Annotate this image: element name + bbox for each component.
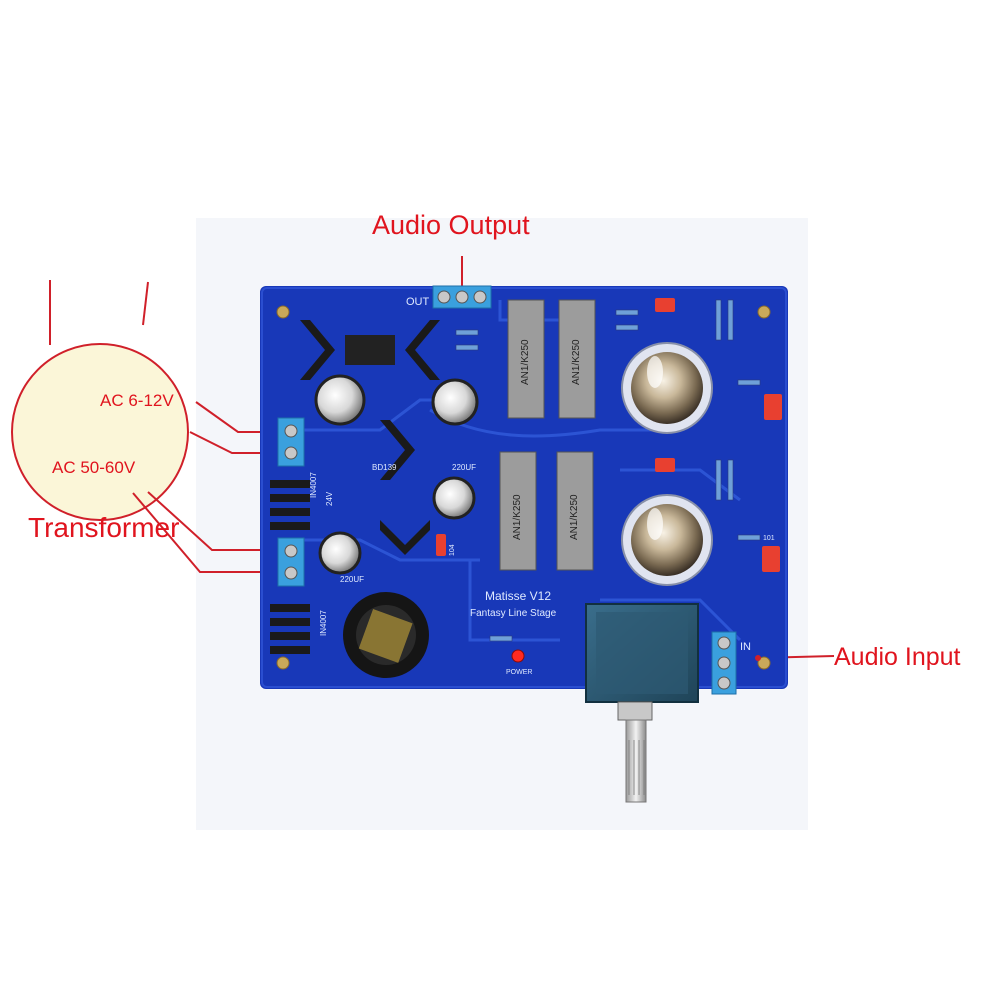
heatsinks <box>300 320 440 555</box>
vacuum-tubes <box>621 342 713 586</box>
ac-high-terminal <box>277 537 305 587</box>
diodes <box>270 480 310 654</box>
in-silkscreen: IN <box>740 641 751 653</box>
film-capacitors <box>436 298 782 572</box>
transformer-graphic <box>11 280 189 521</box>
film-cap-silkscreen: 101 <box>763 535 775 542</box>
volume-potentiometer <box>585 603 699 803</box>
resistor-labels: AN1/K250 AN1/K250 AN1/K250 AN1/K250 <box>512 339 582 540</box>
audio-output-label: Audio Output <box>372 210 530 240</box>
electrolytic-capacitors <box>314 374 479 678</box>
small-cap-silkscreen: 104 <box>449 544 456 556</box>
audio-input-label: Audio Input <box>834 643 961 671</box>
output-terminal <box>432 285 492 309</box>
transistor-silkscreen: BD139 <box>372 463 397 472</box>
model-silkscreen: Matisse V12 <box>485 589 551 603</box>
diode-silkscreen: IN4007 <box>309 472 318 498</box>
subtitle-silkscreen: Fantasy Line Stage <box>470 608 557 619</box>
small-resistors <box>455 299 761 642</box>
transformer-label: Transformer <box>28 512 180 543</box>
diode-silkscreen-2: IN4007 <box>319 610 328 636</box>
input-terminal <box>711 631 737 695</box>
svg-text:AN1/K250: AN1/K250 <box>569 494 580 540</box>
input-leader-dot <box>755 655 761 661</box>
zener-silkscreen: 24V <box>325 491 334 506</box>
power-resistors <box>499 299 596 571</box>
power-silkscreen: POWER <box>506 669 532 676</box>
ac-high-voltage-label: AC 50-60V <box>52 458 136 477</box>
svg-text:AN1/K250: AN1/K250 <box>520 339 531 385</box>
ac-low-terminal <box>277 417 305 467</box>
out-silkscreen: OUT <box>406 296 430 308</box>
ac-low-voltage-label: AC 6-12V <box>100 391 174 410</box>
svg-text:AN1/K250: AN1/K250 <box>571 339 582 385</box>
power-led <box>511 649 525 663</box>
cap-silkscreen-2: 220UF <box>340 575 364 584</box>
svg-text:AN1/K250: AN1/K250 <box>512 494 523 540</box>
cap-silkscreen: 220UF <box>452 463 476 472</box>
